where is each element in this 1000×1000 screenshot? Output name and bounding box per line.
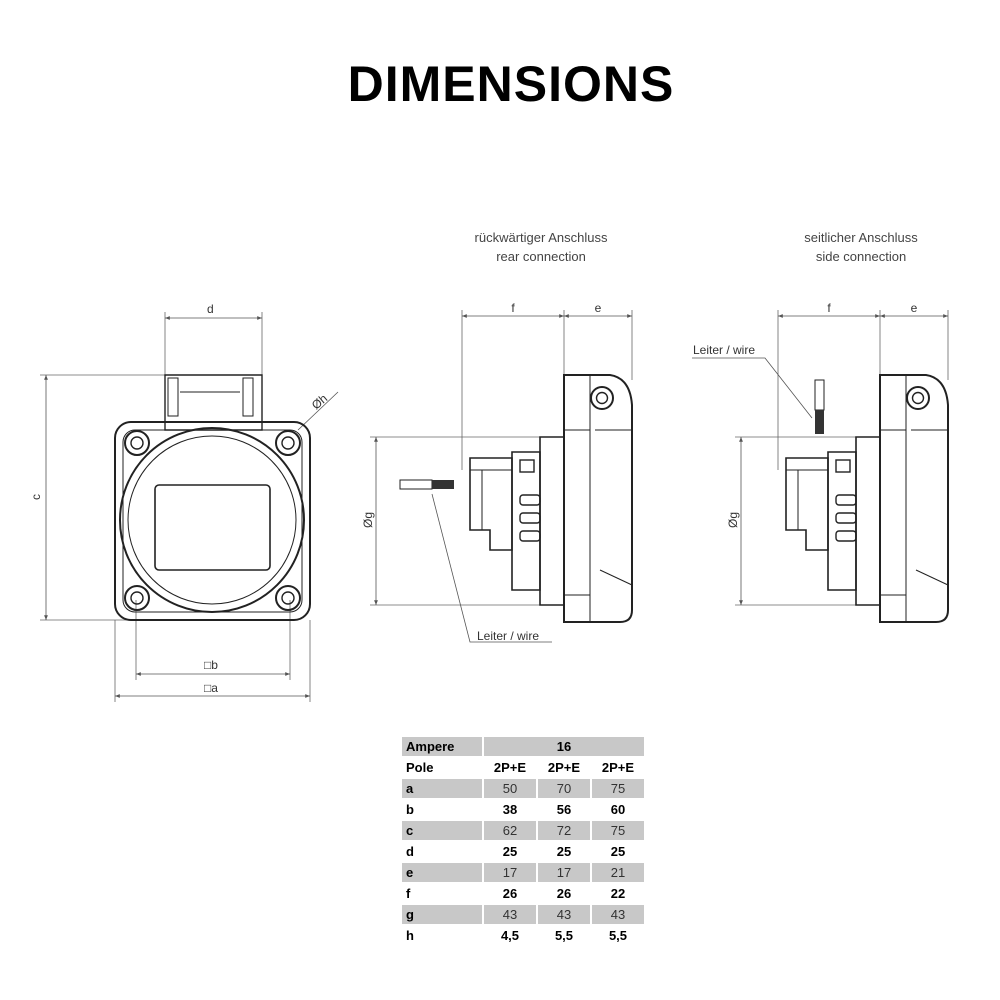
front-view: d c Øh □b □a bbox=[29, 302, 339, 702]
side-dim-f: f bbox=[827, 301, 831, 315]
row-key: d bbox=[400, 840, 484, 863]
row-key: Pole bbox=[400, 756, 484, 779]
side-caption-en: side connection bbox=[816, 249, 906, 264]
table-cell: 70 bbox=[536, 777, 592, 800]
table-cell: 60 bbox=[590, 798, 646, 821]
table-cell: 38 bbox=[482, 798, 538, 821]
rear-wire-label: Leiter / wire bbox=[477, 629, 539, 643]
table-cell: 25 bbox=[590, 840, 646, 863]
table-cell: 17 bbox=[482, 861, 538, 884]
table-cell: 72 bbox=[536, 819, 592, 842]
row-key: a bbox=[400, 777, 484, 800]
table-cell: 25 bbox=[482, 840, 538, 863]
row-key: Ampere bbox=[400, 735, 484, 758]
dim-label-d: d bbox=[207, 302, 214, 316]
table-cell: 26 bbox=[482, 882, 538, 905]
table-cell: 62 bbox=[482, 819, 538, 842]
row-key: e bbox=[400, 861, 484, 884]
row-key: c bbox=[400, 819, 484, 842]
row-key: b bbox=[400, 798, 484, 821]
row-key: h bbox=[400, 924, 484, 947]
table-cell: 43 bbox=[536, 903, 592, 926]
table-cell: 56 bbox=[536, 798, 592, 821]
side-wire-label: Leiter / wire bbox=[693, 343, 755, 357]
rear-dim-g: Øg bbox=[361, 512, 375, 528]
table-cell: 4,5 bbox=[482, 924, 538, 947]
table-cell: 17 bbox=[536, 861, 592, 884]
dim-label-c: c bbox=[29, 494, 43, 500]
rear-caption-en: rear connection bbox=[496, 249, 586, 264]
table-cell: 5,5 bbox=[536, 924, 592, 947]
page-title: DIMENSIONS bbox=[347, 56, 675, 112]
table-cell: 2P+E bbox=[590, 756, 646, 779]
dim-label-b: □b bbox=[204, 658, 218, 672]
table-cell: 43 bbox=[482, 903, 538, 926]
table-cell: 26 bbox=[536, 882, 592, 905]
rear-dim-f: f bbox=[511, 301, 515, 315]
table-cell: 2P+E bbox=[482, 756, 538, 779]
dim-label-a: □a bbox=[204, 681, 218, 695]
rear-connection-view: rückwärtiger Anschluss rear connection f… bbox=[361, 230, 633, 643]
table-cell: 75 bbox=[590, 819, 646, 842]
table-cell: 22 bbox=[590, 882, 646, 905]
row-key: g bbox=[400, 903, 484, 926]
table-cell: 25 bbox=[536, 840, 592, 863]
side-dim-e: e bbox=[911, 301, 918, 315]
side-dim-g: Øg bbox=[726, 512, 740, 528]
row-key: f bbox=[400, 882, 484, 905]
table-cell: 43 bbox=[590, 903, 646, 926]
table-cell: 2P+E bbox=[536, 756, 592, 779]
table-cell: 75 bbox=[590, 777, 646, 800]
table-cell: 5,5 bbox=[590, 924, 646, 947]
dim-label-h: Øh bbox=[309, 391, 330, 412]
ampere-value: 16 bbox=[482, 735, 646, 758]
side-caption-de: seitlicher Anschluss bbox=[804, 230, 918, 245]
table-cell: 50 bbox=[482, 777, 538, 800]
table-cell: 21 bbox=[590, 861, 646, 884]
rear-dim-e: e bbox=[595, 301, 602, 315]
rear-caption-de: rückwärtiger Anschluss bbox=[475, 230, 608, 245]
side-connection-view: seitlicher Anschluss side connection f e… bbox=[692, 230, 949, 623]
